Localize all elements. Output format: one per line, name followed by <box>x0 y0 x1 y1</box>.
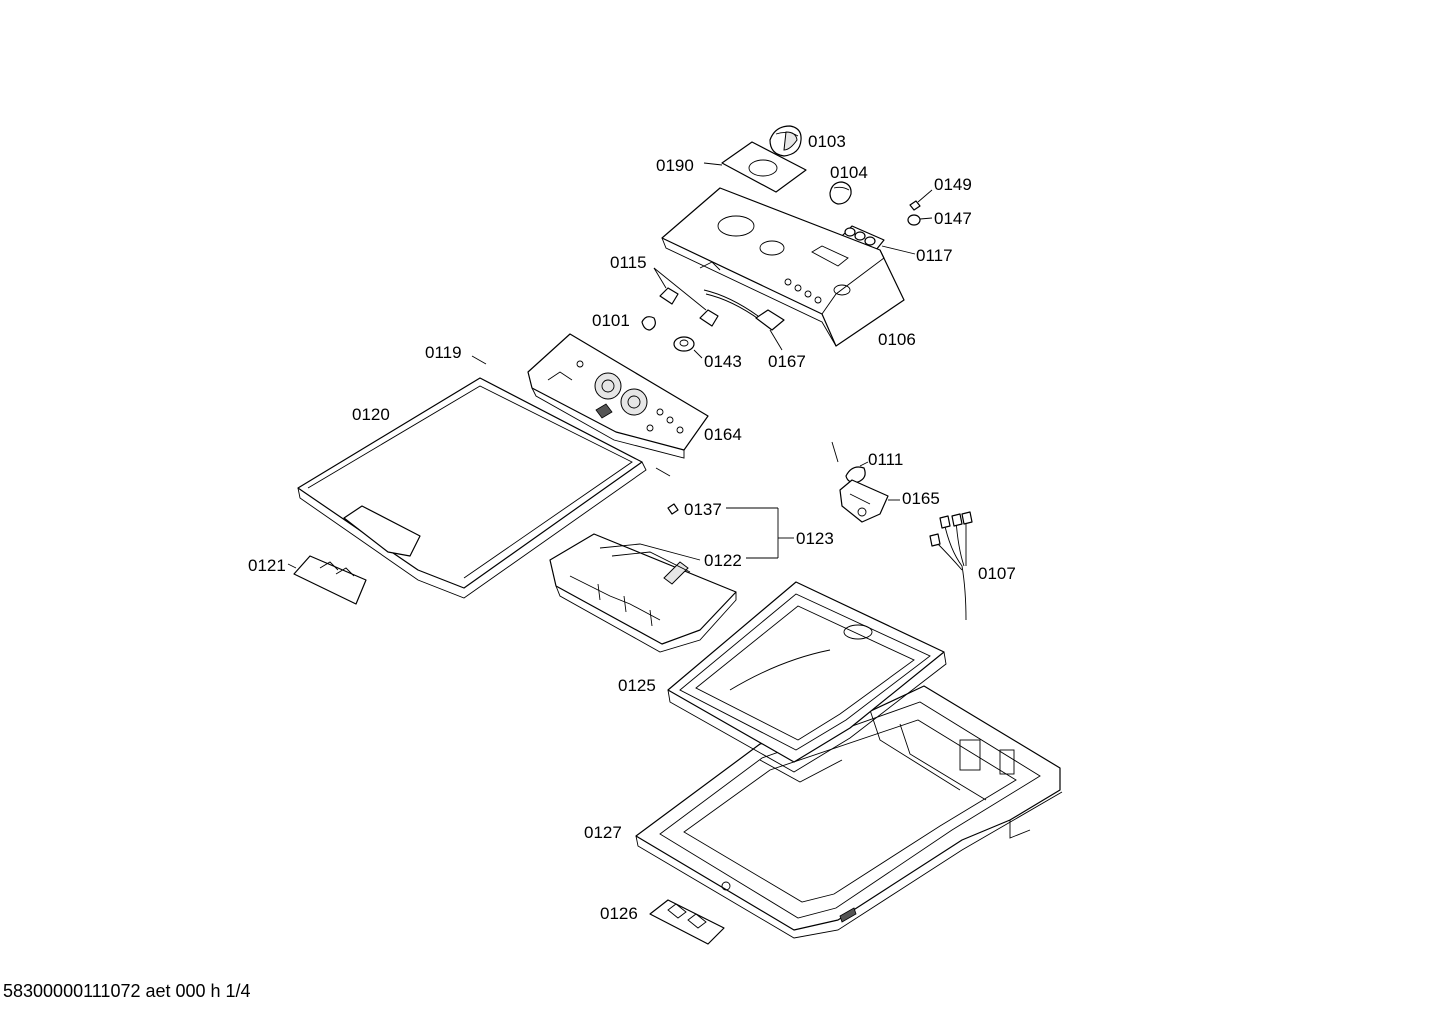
part-0121-handle <box>287 555 367 605</box>
label-0167: 0167 <box>768 352 806 371</box>
label-0103: 0103 <box>808 132 846 151</box>
part-0137 <box>667 503 679 515</box>
part-0106-control-panel <box>661 187 905 347</box>
part-0122-dispenser <box>549 533 737 653</box>
label-0122: 0122 <box>704 551 742 570</box>
part-0165-door-lock <box>839 479 900 523</box>
label-0115: 0115 <box>610 253 647 272</box>
part-0120-pin <box>655 467 671 477</box>
part-0125-tub-cover <box>667 581 947 783</box>
part-0101 <box>641 316 656 331</box>
part-0149 <box>909 189 933 211</box>
label-0120: 0120 <box>352 405 390 424</box>
label-0104: 0104 <box>830 163 868 182</box>
part-0111 <box>831 441 869 483</box>
drawing-number-footer: 58300000111072 aet 000 h 1/4 <box>3 981 251 1001</box>
label-0149: 0149 <box>934 175 972 194</box>
part-0147 <box>907 214 933 226</box>
part-0143 <box>673 336 703 359</box>
part-0117-buttons <box>841 225 916 255</box>
label-0111: 0111 <box>868 450 903 469</box>
label-0117: 0117 <box>916 246 953 265</box>
label-0121: 0121 <box>248 556 286 575</box>
label-0143: 0143 <box>704 352 742 371</box>
part-0115-clips <box>653 267 719 327</box>
part-0164-electronics-module <box>527 333 709 459</box>
part-0104-knob <box>829 181 852 205</box>
label-0165: 0165 <box>902 489 940 508</box>
label-0107: 0107 <box>978 564 1016 583</box>
leader-0123 <box>726 507 794 559</box>
part-0107-wiring <box>929 511 973 621</box>
label-0119: 0119 <box>425 343 462 362</box>
part-0119-pin <box>471 355 487 365</box>
label-0106: 0106 <box>878 330 916 349</box>
part-0167-cable <box>703 289 785 351</box>
label-0127: 0127 <box>584 823 622 842</box>
part-0126-hinge <box>649 899 725 945</box>
part-0103-knob <box>769 125 802 157</box>
label-0123: 0123 <box>796 529 834 548</box>
part-0190-label-sheet <box>703 141 807 193</box>
label-0126: 0126 <box>600 904 638 923</box>
label-0147: 0147 <box>934 209 972 228</box>
label-0101: 0101 <box>592 311 630 330</box>
label-0164: 0164 <box>704 425 742 444</box>
label-0125: 0125 <box>618 676 656 695</box>
part-0120-lid <box>297 377 647 599</box>
label-0137: 0137 <box>684 500 722 519</box>
label-0190: 0190 <box>656 156 694 175</box>
